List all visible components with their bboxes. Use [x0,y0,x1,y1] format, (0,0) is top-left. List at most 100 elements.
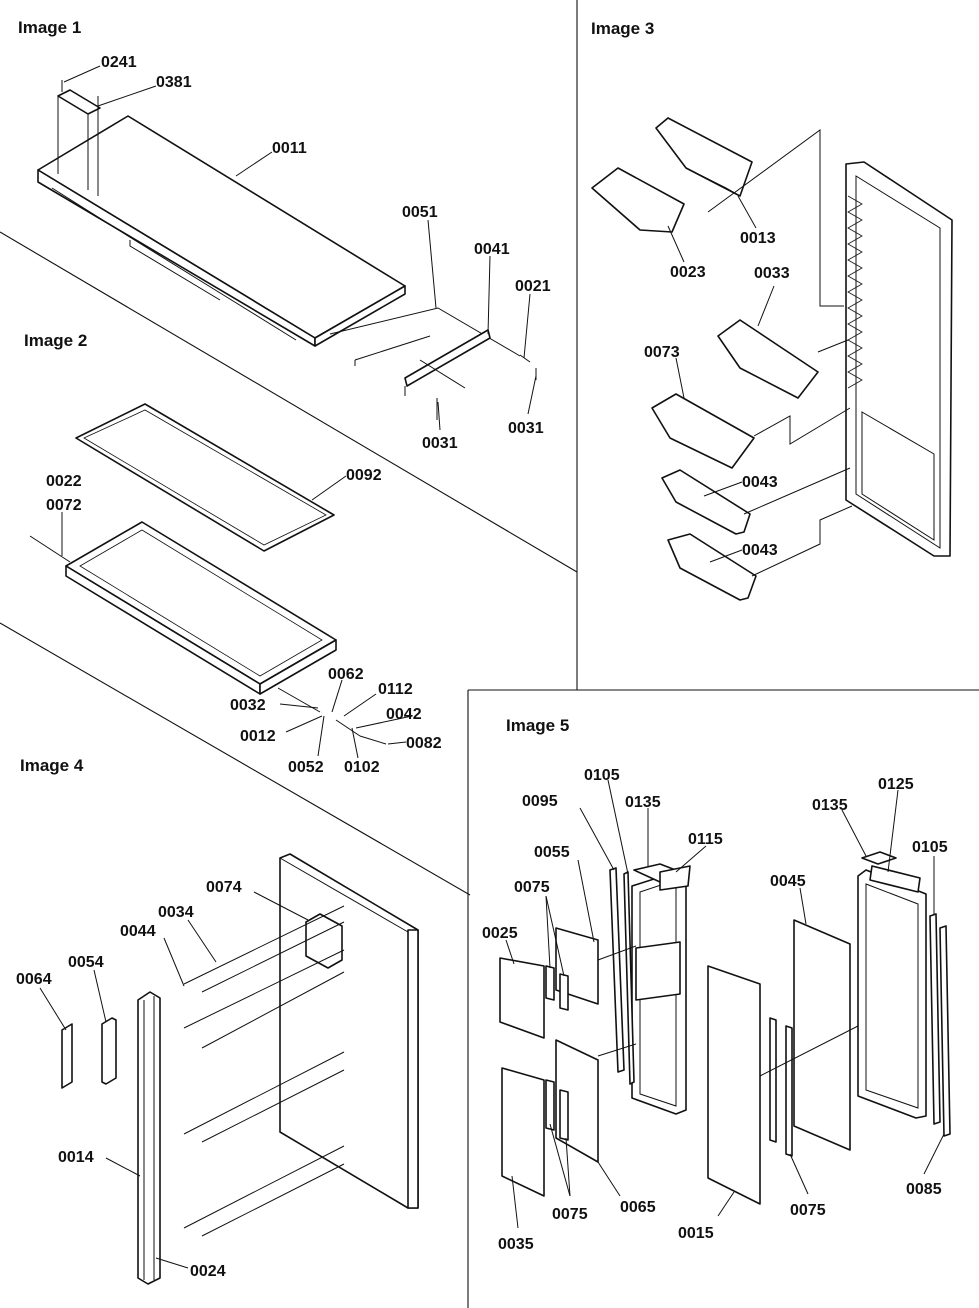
callout-0035: 0035 [498,1236,534,1253]
callout-0102: 0102 [344,759,380,776]
image1-title: Image 1 [18,18,81,37]
callout-0072: 0072 [46,497,82,514]
strip-0075-e [769,1017,777,1143]
callout-0381: 0381 [156,74,192,91]
bin-0013 [655,117,753,197]
strip-0075-b [559,973,569,1011]
callout-0021: 0021 [515,278,551,295]
strip-0075-d [559,1089,569,1141]
callout-0075-a: 0075 [514,879,550,896]
callout-0031-b: 0031 [508,420,544,437]
callout-0033: 0033 [754,265,790,282]
strip-0075-c [545,1079,555,1131]
dispenser-recess [635,941,681,1001]
bin-0043-lower [667,533,757,601]
callout-0043-a: 0043 [742,474,778,491]
callout-0112: 0112 [378,681,413,698]
image2-drawing [29,403,387,745]
cap-0135-right [861,851,897,865]
callouts-image5: 0105 0135 0095 0115 0055 0075 0025 0075 … [482,767,948,1253]
cap-0125 [869,865,921,893]
cap-0054 [101,1017,117,1085]
panel-0035 [501,1067,545,1197]
callout-0135-b: 0135 [812,797,848,814]
image5-title: Image 5 [506,716,569,735]
callouts-image4: 0074 0034 0044 0064 0054 0014 0024 [16,879,242,1280]
callouts-image1: 0241 0381 0011 0051 0041 0021 0031 0031 [101,54,551,452]
trim-0105-left [623,871,635,1085]
image4-drawing [61,853,419,1285]
callout-0065: 0065 [620,1199,656,1216]
trim-0085 [939,925,951,1137]
callout-0015: 0015 [678,1225,714,1242]
trim-0105-right [929,913,941,1125]
callout-0023: 0023 [670,264,706,281]
panel-0045 [793,919,851,1151]
callout-0041: 0041 [474,241,510,258]
callout-0024: 0024 [190,1263,226,1280]
image4-title: Image 4 [20,756,84,775]
callout-0022: 0022 [46,473,82,490]
callout-0062: 0062 [328,666,364,683]
trim-0095 [609,867,625,1073]
bin-0033 [717,319,819,399]
callout-0085: 0085 [906,1181,942,1198]
bracket-0241 [57,89,101,115]
callout-0064: 0064 [16,971,52,988]
handle-0014 [137,991,161,1285]
image5-drawing [499,851,951,1205]
callout-0241: 0241 [101,54,137,71]
callout-0025: 0025 [482,925,518,942]
door-panel [279,853,419,1209]
shelf-0011 [37,115,406,339]
image2-title: Image 2 [24,331,87,350]
door-frame-right [857,869,927,1119]
callout-0054: 0054 [68,954,104,971]
callout-0014: 0014 [58,1149,94,1166]
callout-0135-a: 0135 [625,794,661,811]
frame-0022 [65,521,337,685]
callout-0075-b: 0075 [552,1206,588,1223]
callout-0125: 0125 [878,776,914,793]
callout-0044: 0044 [120,923,156,940]
strip-0075-a [545,965,555,1001]
callout-0055: 0055 [534,844,570,861]
panel-0015 [707,965,761,1205]
callout-0115: 0115 [688,831,723,848]
callout-0074: 0074 [206,879,242,896]
trim-0041 [404,329,491,387]
callout-0045: 0045 [770,873,806,890]
callout-0032: 0032 [230,697,266,714]
callout-0082: 0082 [406,735,442,752]
panel-0025 [499,957,545,1039]
callout-0011: 0011 [272,140,307,157]
callout-0012: 0012 [240,728,276,745]
image3-drawing [591,117,953,601]
callout-0073: 0073 [644,344,680,361]
strip-0075-f [785,1025,793,1157]
callouts-image2: 0092 0022 0072 0062 0112 0032 0042 0012 … [46,467,442,776]
callout-0034: 0034 [158,904,194,921]
callout-0075-c: 0075 [790,1202,826,1219]
callout-0051: 0051 [402,204,438,221]
image3-title: Image 3 [591,19,654,38]
callouts-image3: 0013 0023 0033 0073 0043 0043 [644,230,790,559]
glass-0092 [75,403,335,552]
callout-0095: 0095 [522,793,558,810]
callout-0052: 0052 [288,759,324,776]
callout-0043-b: 0043 [742,542,778,559]
callout-leaders [39,65,945,1269]
callout-0105-b: 0105 [912,839,948,856]
bin-0043-upper [661,469,751,535]
callout-0042: 0042 [386,706,422,723]
callout-0013: 0013 [740,230,776,247]
callout-0105-a: 0105 [584,767,620,784]
image1-drawing [37,80,537,420]
cap-0064 [61,1023,73,1089]
callout-0092: 0092 [346,467,382,484]
door-liner [845,161,953,557]
bin-0073 [651,393,755,469]
callout-0031-a: 0031 [422,435,458,452]
cover-0023 [591,167,685,233]
